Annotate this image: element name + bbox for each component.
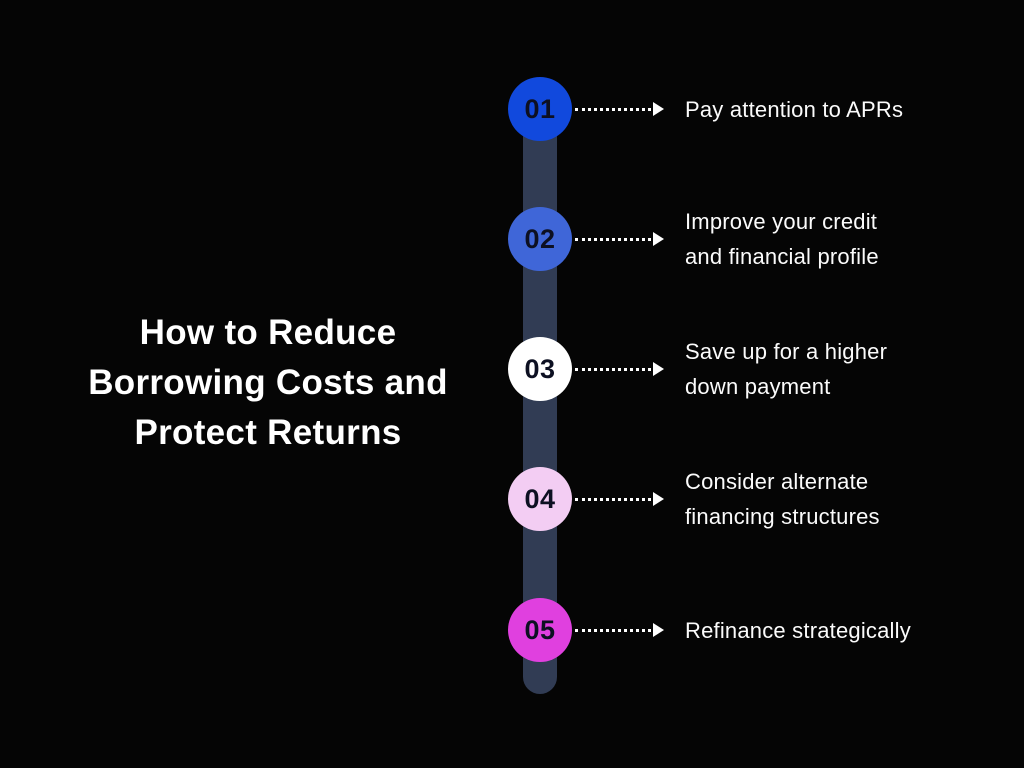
dotted-line (575, 628, 651, 632)
step-label: Save up for a higher down payment (685, 339, 888, 399)
arrow-right-icon (653, 492, 664, 506)
step-number: 04 (524, 483, 556, 514)
dotted-connector (575, 492, 664, 506)
dotted-line (575, 497, 651, 501)
step-label: Refinance strategically (685, 617, 911, 643)
step-number-badge: 03 (508, 337, 572, 401)
step-number-badge: 04 (508, 467, 572, 531)
step-label: Consider alternate financing structures (685, 469, 880, 529)
dotted-connector (575, 623, 664, 637)
arrow-right-icon (653, 102, 664, 116)
arrow-right-icon (653, 362, 664, 376)
step-number-badge: 01 (508, 77, 572, 141)
step-label: Pay attention to APRs (685, 96, 904, 122)
timeline-step-4: 04 Consider alternate financing structur… (508, 464, 880, 534)
arrow-right-icon (653, 623, 664, 637)
timeline-step-3: 03 Save up for a higher down payment (508, 334, 887, 404)
timeline-step-2: 02 Improve your credit and financial pro… (508, 204, 879, 274)
step-number: 03 (524, 353, 556, 384)
dotted-line (575, 107, 651, 111)
arrow-right-icon (653, 232, 664, 246)
step-number: 05 (524, 614, 556, 645)
dotted-line (575, 367, 651, 371)
step-number: 01 (524, 93, 556, 124)
page-title: How to Reduce Borrowing Costs and Protec… (88, 313, 448, 452)
step-number-badge: 05 (508, 598, 572, 662)
step-number-badge: 02 (508, 207, 572, 271)
timeline-step-1: 01 Pay attention to APRs (508, 77, 903, 141)
dotted-line (575, 237, 651, 241)
dotted-connector (575, 102, 664, 116)
dotted-connector (575, 362, 664, 376)
step-number: 02 (524, 223, 556, 254)
step-label: Improve your credit and financial profil… (685, 209, 879, 269)
timeline-step-5: 05 Refinance strategically (508, 598, 911, 662)
dotted-connector (575, 232, 664, 246)
